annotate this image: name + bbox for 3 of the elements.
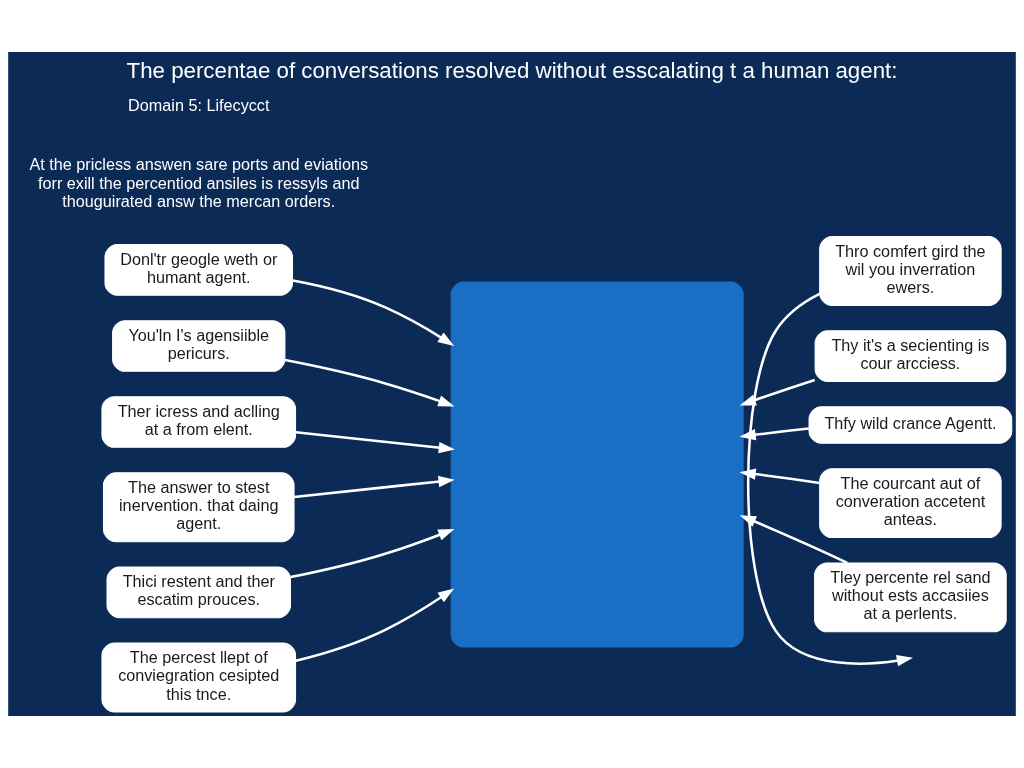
label: Domain 5: Lifecycct (128, 95, 270, 114)
diagram-title: The percentae of conversations resolved without esscalating t a human agent: (126, 57, 898, 83)
label: At the pricless answen sare ports and eviations forr exill the percentiod ansiles is ressyls and thouguirated answ the mercan orders. (29, 155, 369, 210)
